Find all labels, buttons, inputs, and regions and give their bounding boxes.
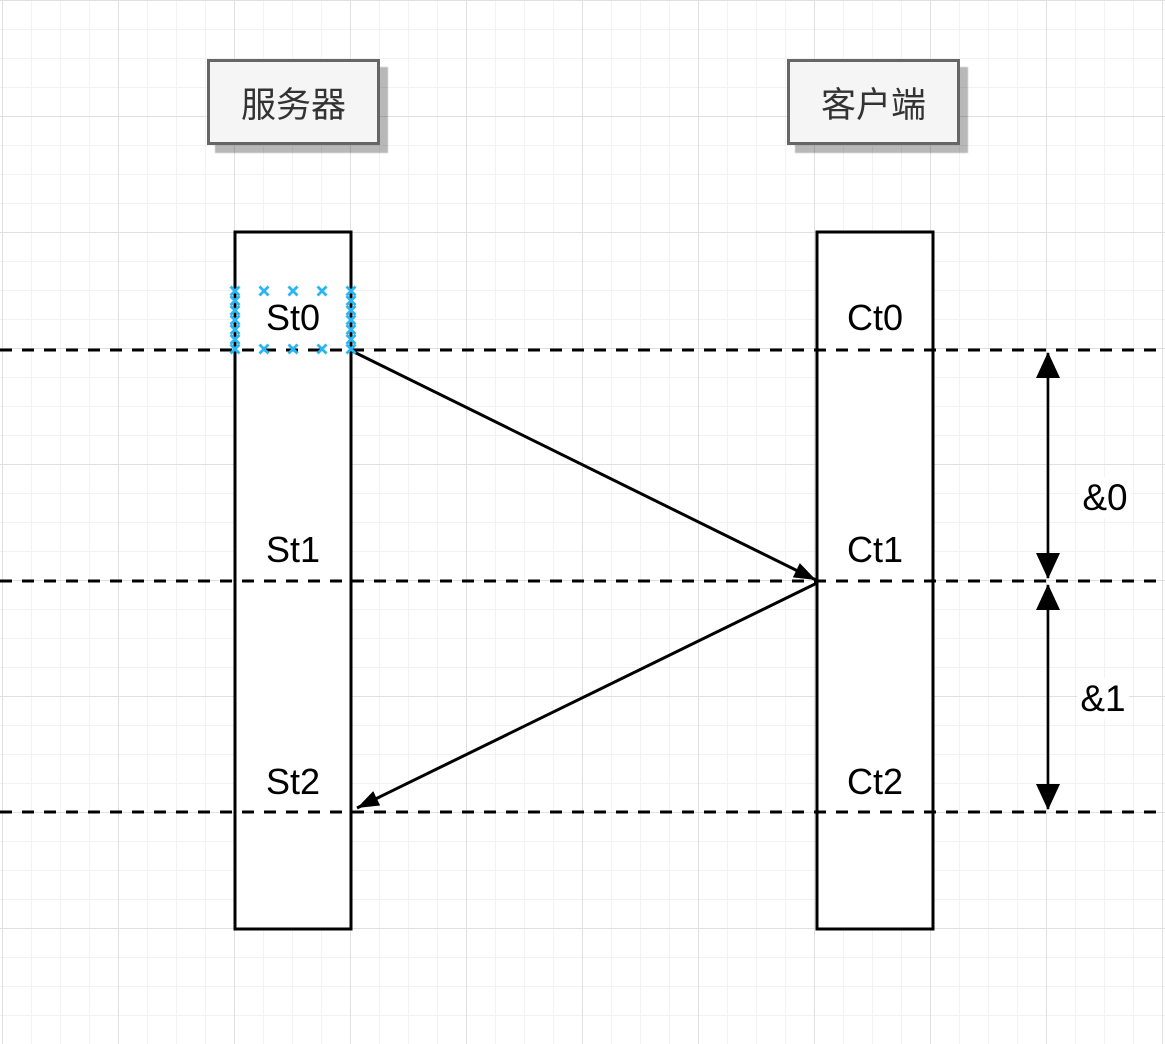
actor-title-server: 服务器 [240, 85, 346, 125]
state-label-st1[interactable]: St1 [265, 529, 321, 570]
message-arrow-ct1-st2[interactable] [356, 581, 818, 810]
state-label-st2[interactable]: St2 [265, 761, 321, 802]
state-label-ct0[interactable]: Ct0 [846, 297, 904, 338]
actor-box-client[interactable]: 客户端 [787, 59, 960, 145]
interval-label-0[interactable]: &0 [1055, 477, 1155, 518]
state-label-ct2[interactable]: Ct2 [846, 761, 904, 802]
message-arrow-st0-ct1[interactable] [351, 349, 817, 582]
actor-box-server[interactable]: 服务器 [207, 59, 380, 145]
actor-title-client: 客户端 [820, 85, 926, 125]
state-label-ct1[interactable]: Ct1 [846, 529, 904, 570]
interval-label-1[interactable]: &1 [1053, 678, 1153, 719]
connection-point-crosses-icon [229, 285, 357, 355]
state-label-st0[interactable]: St0 [265, 297, 321, 338]
